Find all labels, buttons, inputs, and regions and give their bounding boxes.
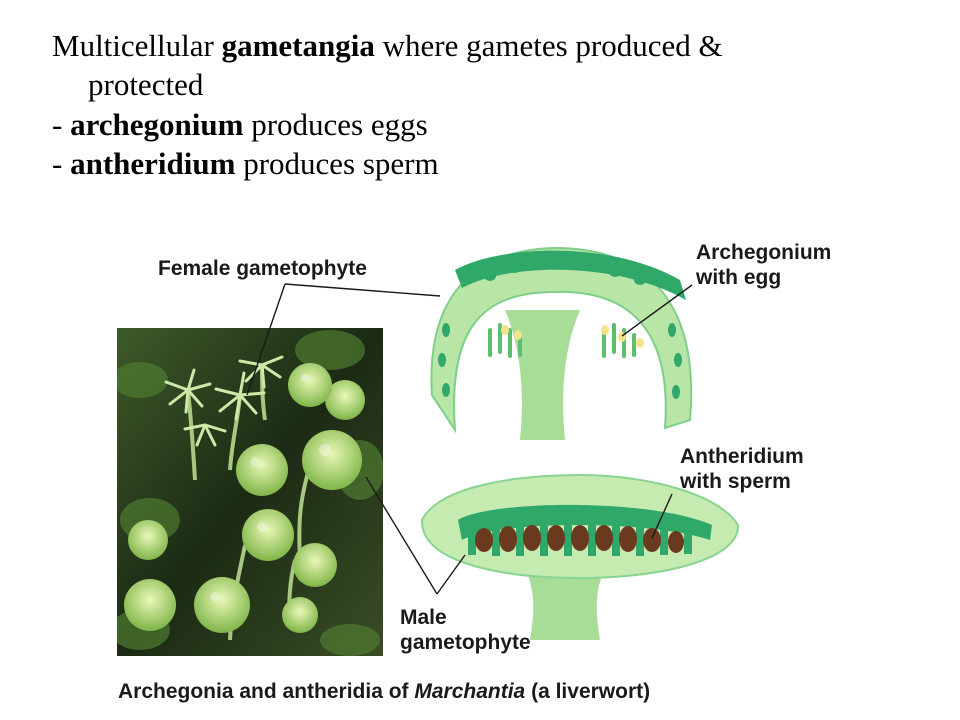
label-archegonium-line2: with egg — [696, 266, 782, 290]
text-line-3: - archegonium produces eggs — [52, 105, 932, 144]
label-antheridium-line2: with sperm — [680, 470, 791, 494]
slide-text-block: Multicellular gametangia where gametes p… — [52, 26, 932, 183]
figure-caption: Archegonia and antheridia of Marchantia … — [118, 680, 650, 704]
label-female-gametophyte: Female gametophyte — [158, 256, 367, 281]
caption-pre: Archegonia and antheridia of — [118, 680, 415, 703]
label-antheridium-line1: Antheridium — [680, 445, 804, 468]
text-line-2-span: protected — [88, 67, 204, 103]
text-line-1-post: where gametes produced & — [374, 28, 723, 63]
antheridiophore-diagram — [420, 473, 740, 640]
term-gametangia: gametangia — [221, 28, 375, 63]
dash-2: - — [52, 146, 71, 182]
text-line-4: - antheridium produces sperm — [52, 144, 932, 183]
label-male-line2: gametophyte — [400, 631, 531, 655]
text-line-2: protected — [52, 65, 932, 104]
dash-1: - — [52, 106, 71, 142]
label-male-line1: Male — [400, 606, 447, 629]
text-line-4-post: produces sperm — [235, 146, 439, 182]
caption-post: (a liverwort) — [525, 680, 651, 703]
text-line-3-post: produces eggs — [243, 106, 428, 142]
label-female-text: Female gametophyte — [158, 257, 367, 280]
term-archegonium: archegonium — [70, 106, 244, 142]
caption-genus: Marchantia — [414, 680, 526, 703]
leader-lines — [246, 283, 693, 595]
archegoniophore-diagram — [430, 246, 693, 440]
label-archegonium-line1: Archegonium — [696, 241, 832, 264]
text-line-1-pre: Multicellular — [52, 28, 222, 63]
text-line-1: Multicellular gametangia where gametes p… — [52, 26, 932, 65]
term-antheridium: antheridium — [70, 146, 236, 182]
marchantia-photo — [117, 328, 383, 656]
